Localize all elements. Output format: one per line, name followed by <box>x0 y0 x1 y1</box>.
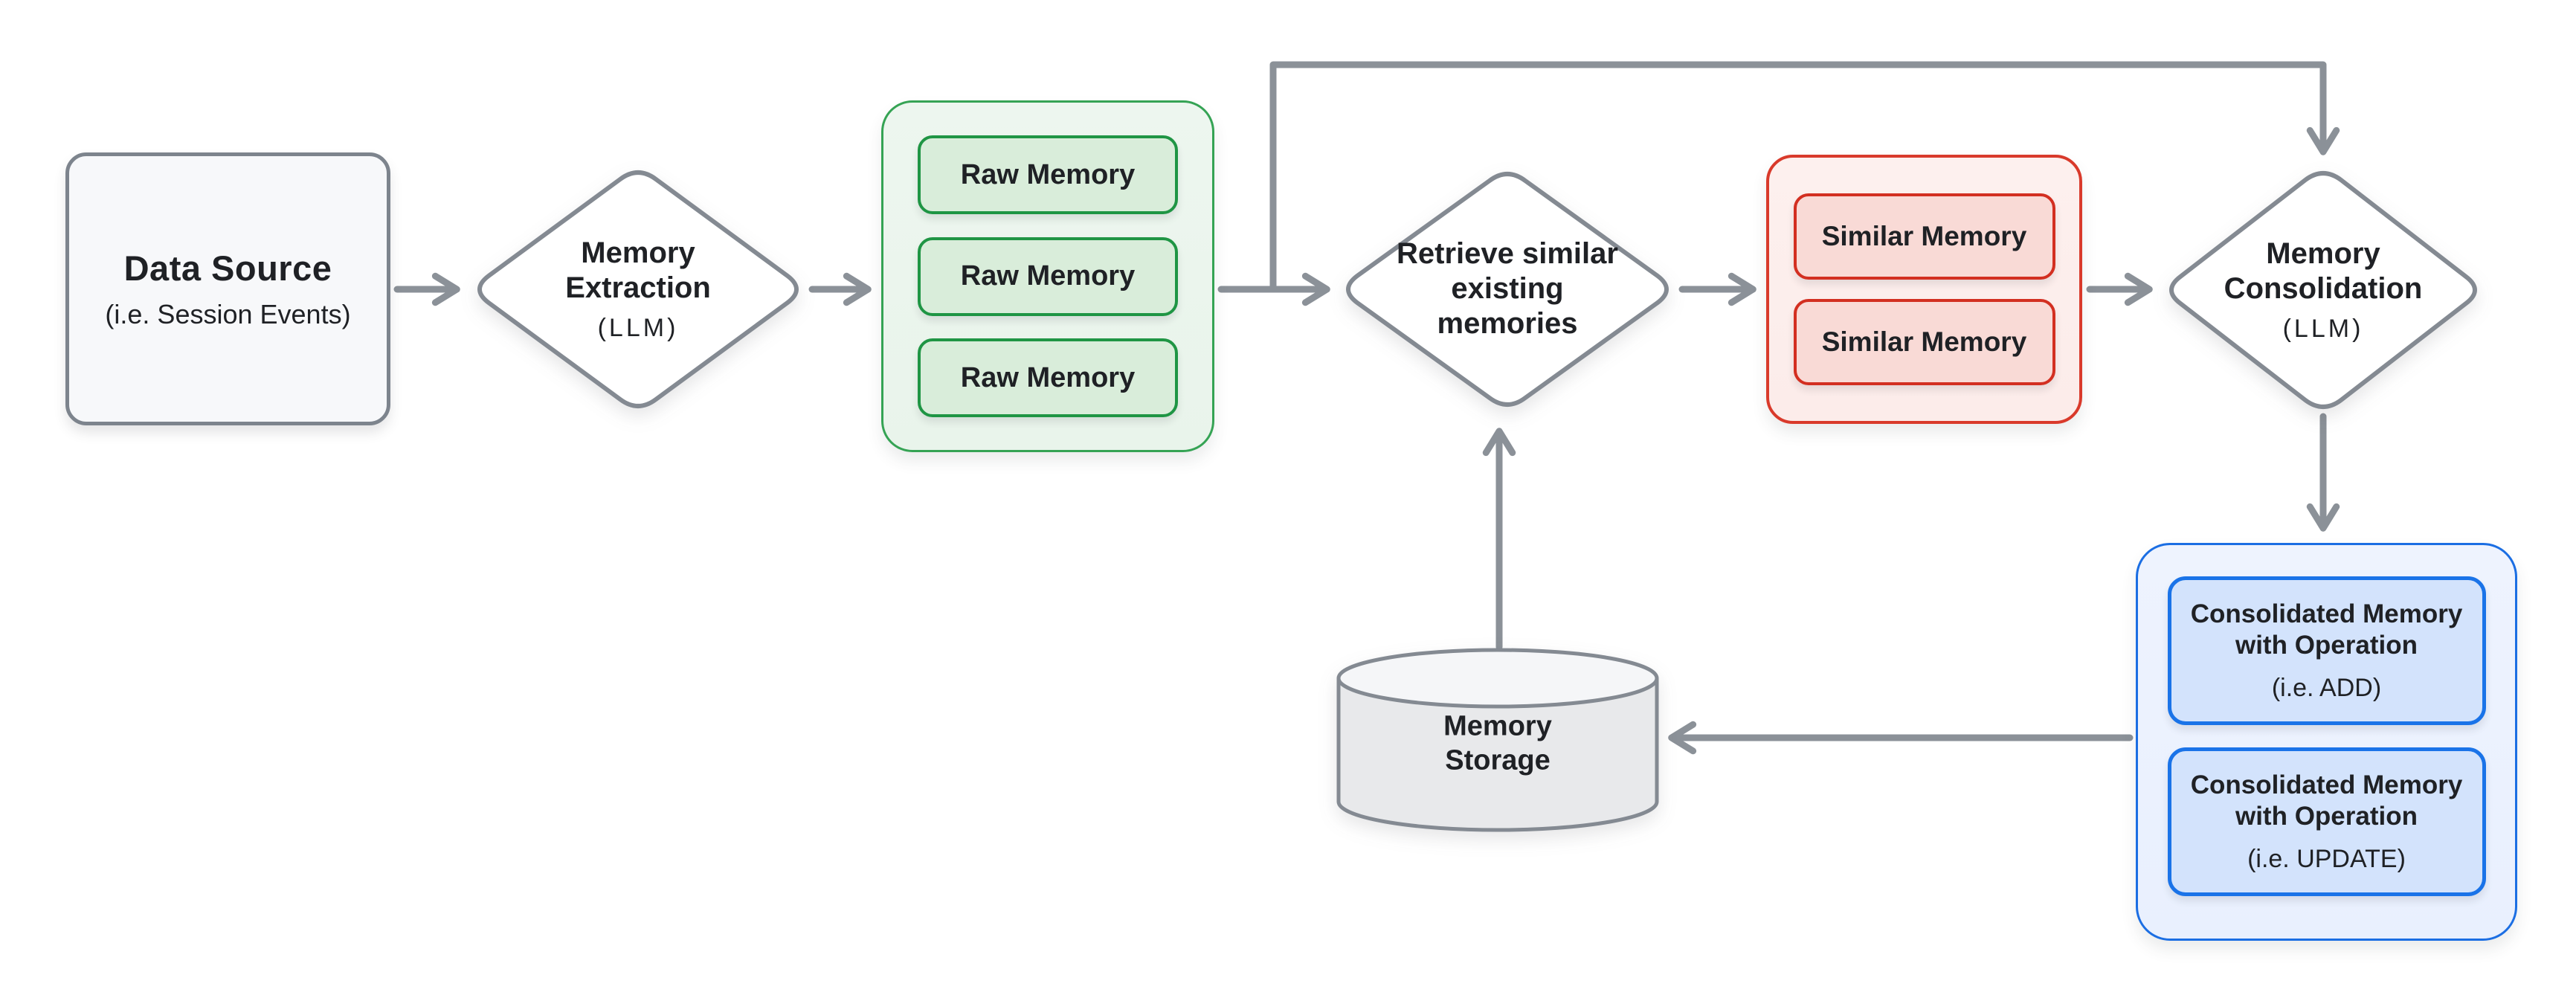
retrieve-label: Retrieve similar existing memories <box>1397 236 1618 342</box>
memory-storage-line1: Memory <box>1443 710 1552 742</box>
memory-extraction-line1: Memory <box>581 236 695 269</box>
memory-consolidation-line1: Memory <box>2266 236 2380 270</box>
consolidated-memory-op-add: (i.e. ADD) <box>2271 673 2382 702</box>
memory-extraction-label: Memory Extraction (LLM) <box>565 236 711 343</box>
memory-consolidation-subtitle: (LLM) <box>2282 315 2364 344</box>
raw-memory-group: Raw Memory Raw Memory Raw Memory <box>881 100 1214 452</box>
consolidated-memory-op-update: (i.e. UPDATE) <box>2247 844 2406 873</box>
consolidated-memory-title: Consolidated Memory with Operation <box>2191 599 2463 661</box>
consolidated-memory-chip-add: Consolidated Memory with Operation (i.e.… <box>2167 576 2486 725</box>
memory-consolidation-diamond <box>2169 171 2477 409</box>
similar-memory-chip: Similar Memory <box>1793 193 2055 280</box>
memory-consolidation-line2: Consolidation <box>2224 271 2423 305</box>
memory-extraction-subtitle: (LLM) <box>597 314 679 343</box>
similar-memory-group: Similar Memory Similar Memory <box>1766 155 2082 424</box>
consolidated-memory-line1: Consolidated Memory <box>2190 599 2463 628</box>
raw-memory-label: Raw Memory <box>960 158 1136 190</box>
memory-storage-line2: Storage <box>1445 745 1551 776</box>
memory-storage-cylinder <box>1336 648 1659 832</box>
memory-consolidation-label: Memory Consolidation (LLM) <box>2224 236 2423 344</box>
memory-storage-label: Memory Storage <box>1443 709 1552 779</box>
raw-memory-chip: Raw Memory <box>918 338 1178 417</box>
consolidated-memory-line1: Consolidated Memory <box>2190 770 2463 799</box>
consolidated-memory-chip-update: Consolidated Memory with Operation (i.e.… <box>2167 747 2486 896</box>
raw-memory-label: Raw Memory <box>960 361 1136 393</box>
data-source-node: Data Source (i.e. Session Events) <box>65 152 390 425</box>
raw-memory-label: Raw Memory <box>960 260 1136 292</box>
retrieve-line1: Retrieve similar <box>1397 237 1618 271</box>
cylinder-body <box>1336 678 1659 832</box>
raw-memory-chip: Raw Memory <box>918 135 1178 214</box>
raw-memory-chip: Raw Memory <box>918 236 1178 316</box>
retrieve-line2: existing <box>1451 272 1564 306</box>
retrieve-diamond <box>1346 172 1669 407</box>
consolidated-memory-line2: with Operation <box>2235 630 2418 660</box>
similar-memory-label: Similar Memory <box>1821 221 2027 251</box>
memory-extraction-line2: Extraction <box>565 271 711 304</box>
cylinder-top <box>1336 648 1659 709</box>
similar-memory-label: Similar Memory <box>1821 326 2027 357</box>
memory-extraction-diamond <box>477 170 799 408</box>
similar-memory-chip: Similar Memory <box>1793 299 2055 385</box>
consolidated-memory-line2: with Operation <box>2235 801 2418 831</box>
arrow-loop-to-consolidation <box>1269 61 2340 291</box>
consolidated-memory-group: Consolidated Memory with Operation (i.e.… <box>2136 543 2517 941</box>
consolidated-memory-title: Consolidated Memory with Operation <box>2191 770 2463 832</box>
data-source-title: Data Source <box>123 248 332 288</box>
retrieve-line3: memories <box>1437 307 1578 341</box>
data-source-subtitle: (i.e. Session Events) <box>105 299 351 329</box>
